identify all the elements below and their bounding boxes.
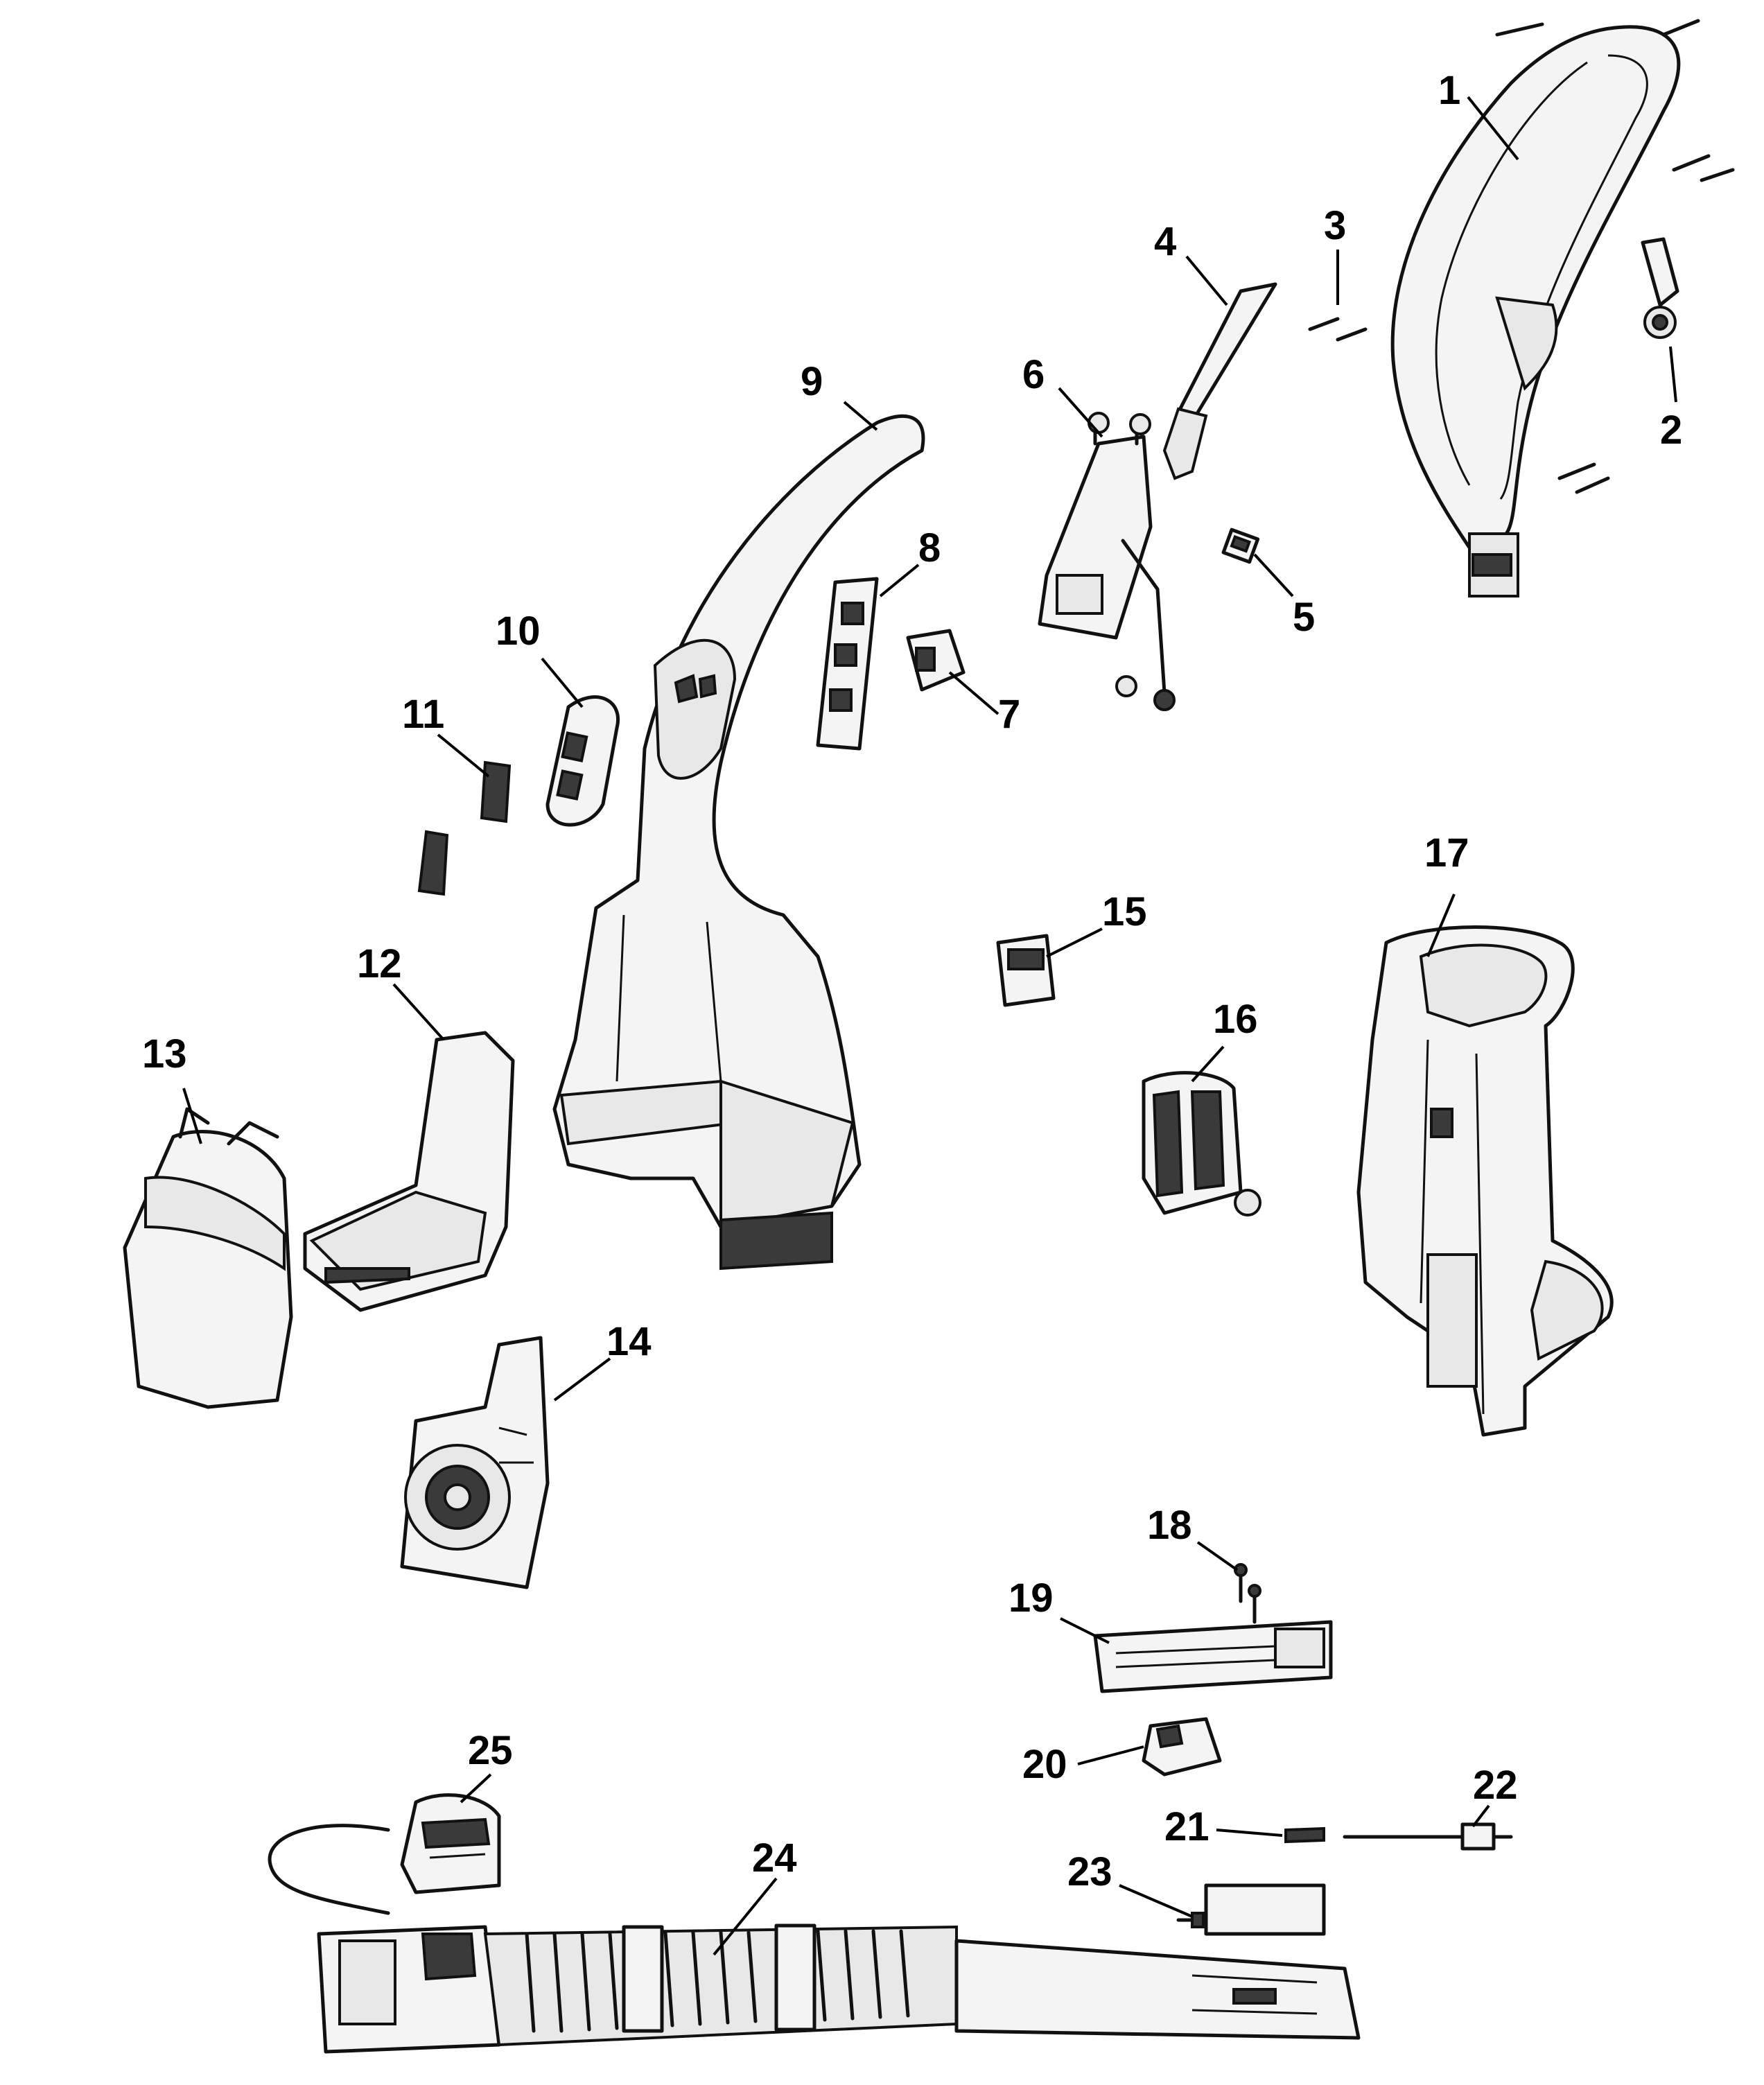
part-18-screws	[1234, 1563, 1261, 1624]
hose-corrugations	[525, 1929, 910, 2033]
callout-21: 21	[1164, 1804, 1210, 1849]
callout-18: 18	[1147, 1503, 1192, 1548]
part-10-panel	[545, 695, 620, 827]
callout-2: 2	[1660, 408, 1682, 453]
part-21-spring	[1284, 1826, 1325, 1844]
callout-23: 23	[1067, 1849, 1112, 1894]
part-20-clip	[1142, 1717, 1222, 1777]
callout-16: 16	[1213, 997, 1258, 1042]
part-15-connector	[996, 934, 1056, 1007]
part-2-latch	[1641, 237, 1679, 339]
callout-11: 11	[402, 692, 444, 737]
part-6-bracket	[1038, 412, 1176, 711]
part-8-board	[816, 577, 879, 751]
part-23-actuator	[1176, 1883, 1326, 1936]
part-12-nozzle-cover	[303, 1031, 515, 1312]
callout-15: 15	[1102, 889, 1147, 934]
callout-14: 14	[606, 1319, 652, 1364]
callout-6: 6	[1022, 352, 1045, 397]
callout-9: 9	[801, 359, 823, 404]
part-13-front-cover	[123, 1107, 293, 1409]
callout-5: 5	[1293, 595, 1315, 640]
screws-upper	[1308, 19, 1735, 494]
part-16-pump	[1142, 1071, 1261, 1216]
part-9-main-body	[552, 414, 925, 1271]
callout-4: 4	[1154, 219, 1176, 264]
part-24-hose-assembly	[268, 1824, 1361, 2054]
part-17-rear-housing	[1356, 925, 1614, 1437]
part-19-base-plate	[1093, 1620, 1333, 1693]
part-1-handle	[1390, 22, 1681, 597]
part-25-coupler	[400, 1793, 501, 1894]
part-5-switch	[1221, 527, 1260, 564]
part-4-lever	[1162, 282, 1277, 480]
callout-13: 13	[142, 1031, 187, 1076]
callout-1: 1	[1438, 68, 1460, 113]
callout-19: 19	[1008, 1576, 1054, 1621]
part-14-motor	[400, 1336, 550, 1589]
callout-8: 8	[918, 525, 941, 570]
callout-labels: 1 2 3 4 5 6 7 8 9 10 11 12 13 14 15 16 1…	[142, 68, 1682, 1894]
callout-12: 12	[357, 941, 402, 986]
callout-10: 10	[496, 609, 541, 654]
callout-17: 17	[1424, 830, 1469, 875]
callout-25: 25	[468, 1728, 513, 1773]
callout-24: 24	[752, 1835, 797, 1881]
leader-lines	[182, 96, 1677, 1956]
callout-22: 22	[1473, 1763, 1518, 1808]
callout-3: 3	[1324, 203, 1346, 248]
part-22-valve	[1343, 1822, 1513, 1851]
callout-20: 20	[1022, 1742, 1067, 1787]
part-7-block	[906, 629, 966, 692]
part-11-buttons	[417, 760, 512, 896]
callout-7: 7	[998, 692, 1020, 737]
